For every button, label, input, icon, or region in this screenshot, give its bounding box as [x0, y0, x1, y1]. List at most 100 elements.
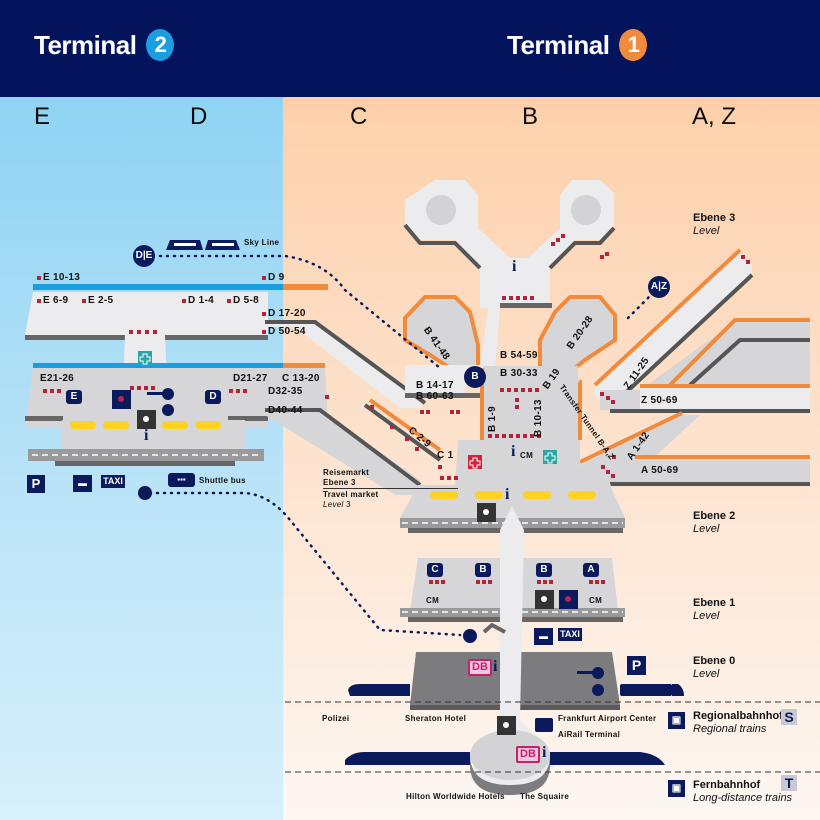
concourse-az-heading: A, Z [692, 103, 737, 130]
info-t2-icon: i [144, 427, 149, 444]
checkin-a-icon: A [583, 563, 599, 577]
taxi-t2-icon: TAXI [101, 475, 125, 488]
gate-b10-13: B 10-13 [533, 399, 544, 437]
skyline-station-b[interactable]: B [464, 366, 486, 388]
gate-e10-13: E 10-13 [43, 272, 81, 283]
meeting-point-l1-icon [559, 590, 578, 609]
travel-market-level-word: Level [323, 500, 344, 509]
skyline-label: Sky Line [244, 238, 280, 247]
level-3-subtitle: Level [693, 225, 720, 237]
level-2-subtitle: Level [693, 523, 720, 535]
gate-e6-9: E 6-9 [43, 295, 69, 306]
cm-label-l2: CM [520, 451, 534, 460]
car-rental-l0-icon [577, 667, 604, 696]
airail-baggage-icon [535, 718, 553, 732]
gate-z50-69: Z 50-69 [641, 395, 678, 406]
place-airail: AiRail Terminal [558, 730, 621, 739]
t-badge: T [781, 775, 797, 791]
parking-t1-icon: P [627, 656, 646, 675]
pier-z50-69 [600, 318, 810, 413]
info-station-icon: i [542, 744, 547, 761]
shuttle-bus-icon: ▪▪▪ [168, 473, 195, 487]
place-sheraton: Sheraton Hotel [405, 714, 467, 723]
skyline-station-de[interactable]: D|E [133, 245, 155, 267]
checkin-b1-icon: B [475, 563, 491, 577]
concourse-e-heading: E [34, 103, 51, 130]
meeting-point-t2-icon [112, 390, 131, 409]
gate-b30-33: B 30-33 [500, 368, 538, 379]
az-route [626, 294, 652, 320]
shuttle-stop-t1-icon [463, 629, 477, 643]
cm-label-right: CM [589, 596, 603, 605]
gate-d9: D 9 [268, 272, 285, 283]
long-distance-station-title: Fernbahnhof [693, 779, 761, 791]
first-aid-red-icon [468, 455, 482, 469]
accessibility-l1-icon [535, 590, 554, 609]
gate-c1: C 1 [437, 450, 454, 461]
level-1-title: Ebene 1 [693, 597, 736, 609]
gate-b1-9: B 1-9 [487, 406, 498, 432]
long-distance-train [345, 752, 665, 765]
pier-b20-28 [538, 295, 617, 382]
shuttle-bus-label: Shuttle bus [199, 476, 246, 485]
checkin-d-icon: D [205, 390, 221, 404]
pier-z11-25 [593, 248, 754, 402]
connector-d-to-b [265, 320, 422, 408]
shuttle-stop-t2-icon [138, 486, 152, 500]
accessibility-l0-icon [497, 716, 516, 735]
regional-station-subtitle: Regional trains [693, 723, 767, 735]
pier-a [579, 411, 810, 486]
gate-d40-44: D40-44 [268, 405, 303, 416]
level-0-title: Ebene 0 [693, 655, 736, 667]
gate-d50-54: D 50-54 [268, 326, 306, 337]
bus-t2-icon: ▬ [73, 475, 92, 492]
info-b-upper-icon: i [512, 258, 517, 275]
gate-d32-35: D32-35 [268, 386, 303, 397]
checkin-b2-icon: B [536, 563, 552, 577]
s-bahn-badge: S [781, 709, 797, 725]
gate-a50-69: A 50-69 [641, 465, 679, 476]
concourse-c-heading: C [350, 103, 368, 130]
skyline-route [158, 254, 442, 370]
gate-b14-17: B 14-17 [416, 380, 454, 391]
car-rental-t2-icon [147, 388, 174, 416]
info-l0-icon: i [493, 658, 498, 675]
first-aid-t2-icon [138, 351, 152, 365]
taxi-t1-icon: TAXI [558, 628, 582, 641]
connector-d-to-c [265, 410, 420, 495]
gate-markers [37, 234, 750, 584]
shuttle-route [148, 491, 462, 637]
travel-market-de: Reisemarkt [323, 468, 370, 477]
level-0-subtitle: Level [693, 668, 720, 680]
db-logo-station: DB [516, 746, 540, 763]
first-aid-teal-icon [543, 450, 557, 464]
level-1-subtitle: Level [693, 610, 720, 622]
checkin-e-icon: E [66, 390, 82, 404]
bus-t1-icon: ▬ [534, 628, 553, 645]
place-polizei: Polizei [322, 714, 350, 723]
checkin-c-icon: C [427, 563, 443, 577]
header-bar [0, 0, 820, 97]
gate-e21-26: E21-26 [40, 373, 75, 384]
terminal-2-badge: 2 [146, 29, 175, 62]
level-2-title: Ebene 2 [693, 510, 736, 522]
level-3-title: Ebene 3 [693, 212, 736, 224]
travel-market-level-num: 3 [346, 500, 351, 509]
cm-label-left: CM [426, 596, 440, 605]
accessibility-l2-icon [477, 503, 496, 522]
skyline-train-icon [166, 240, 240, 250]
accessibility-t2-icon [137, 410, 156, 429]
skyline-station-az[interactable]: A|Z [648, 276, 670, 298]
pier-b41-48 [403, 295, 480, 370]
regional-train [348, 684, 684, 696]
gate-b54-59: B 54-59 [500, 350, 538, 361]
gate-e2-5: E 2-5 [88, 295, 114, 306]
